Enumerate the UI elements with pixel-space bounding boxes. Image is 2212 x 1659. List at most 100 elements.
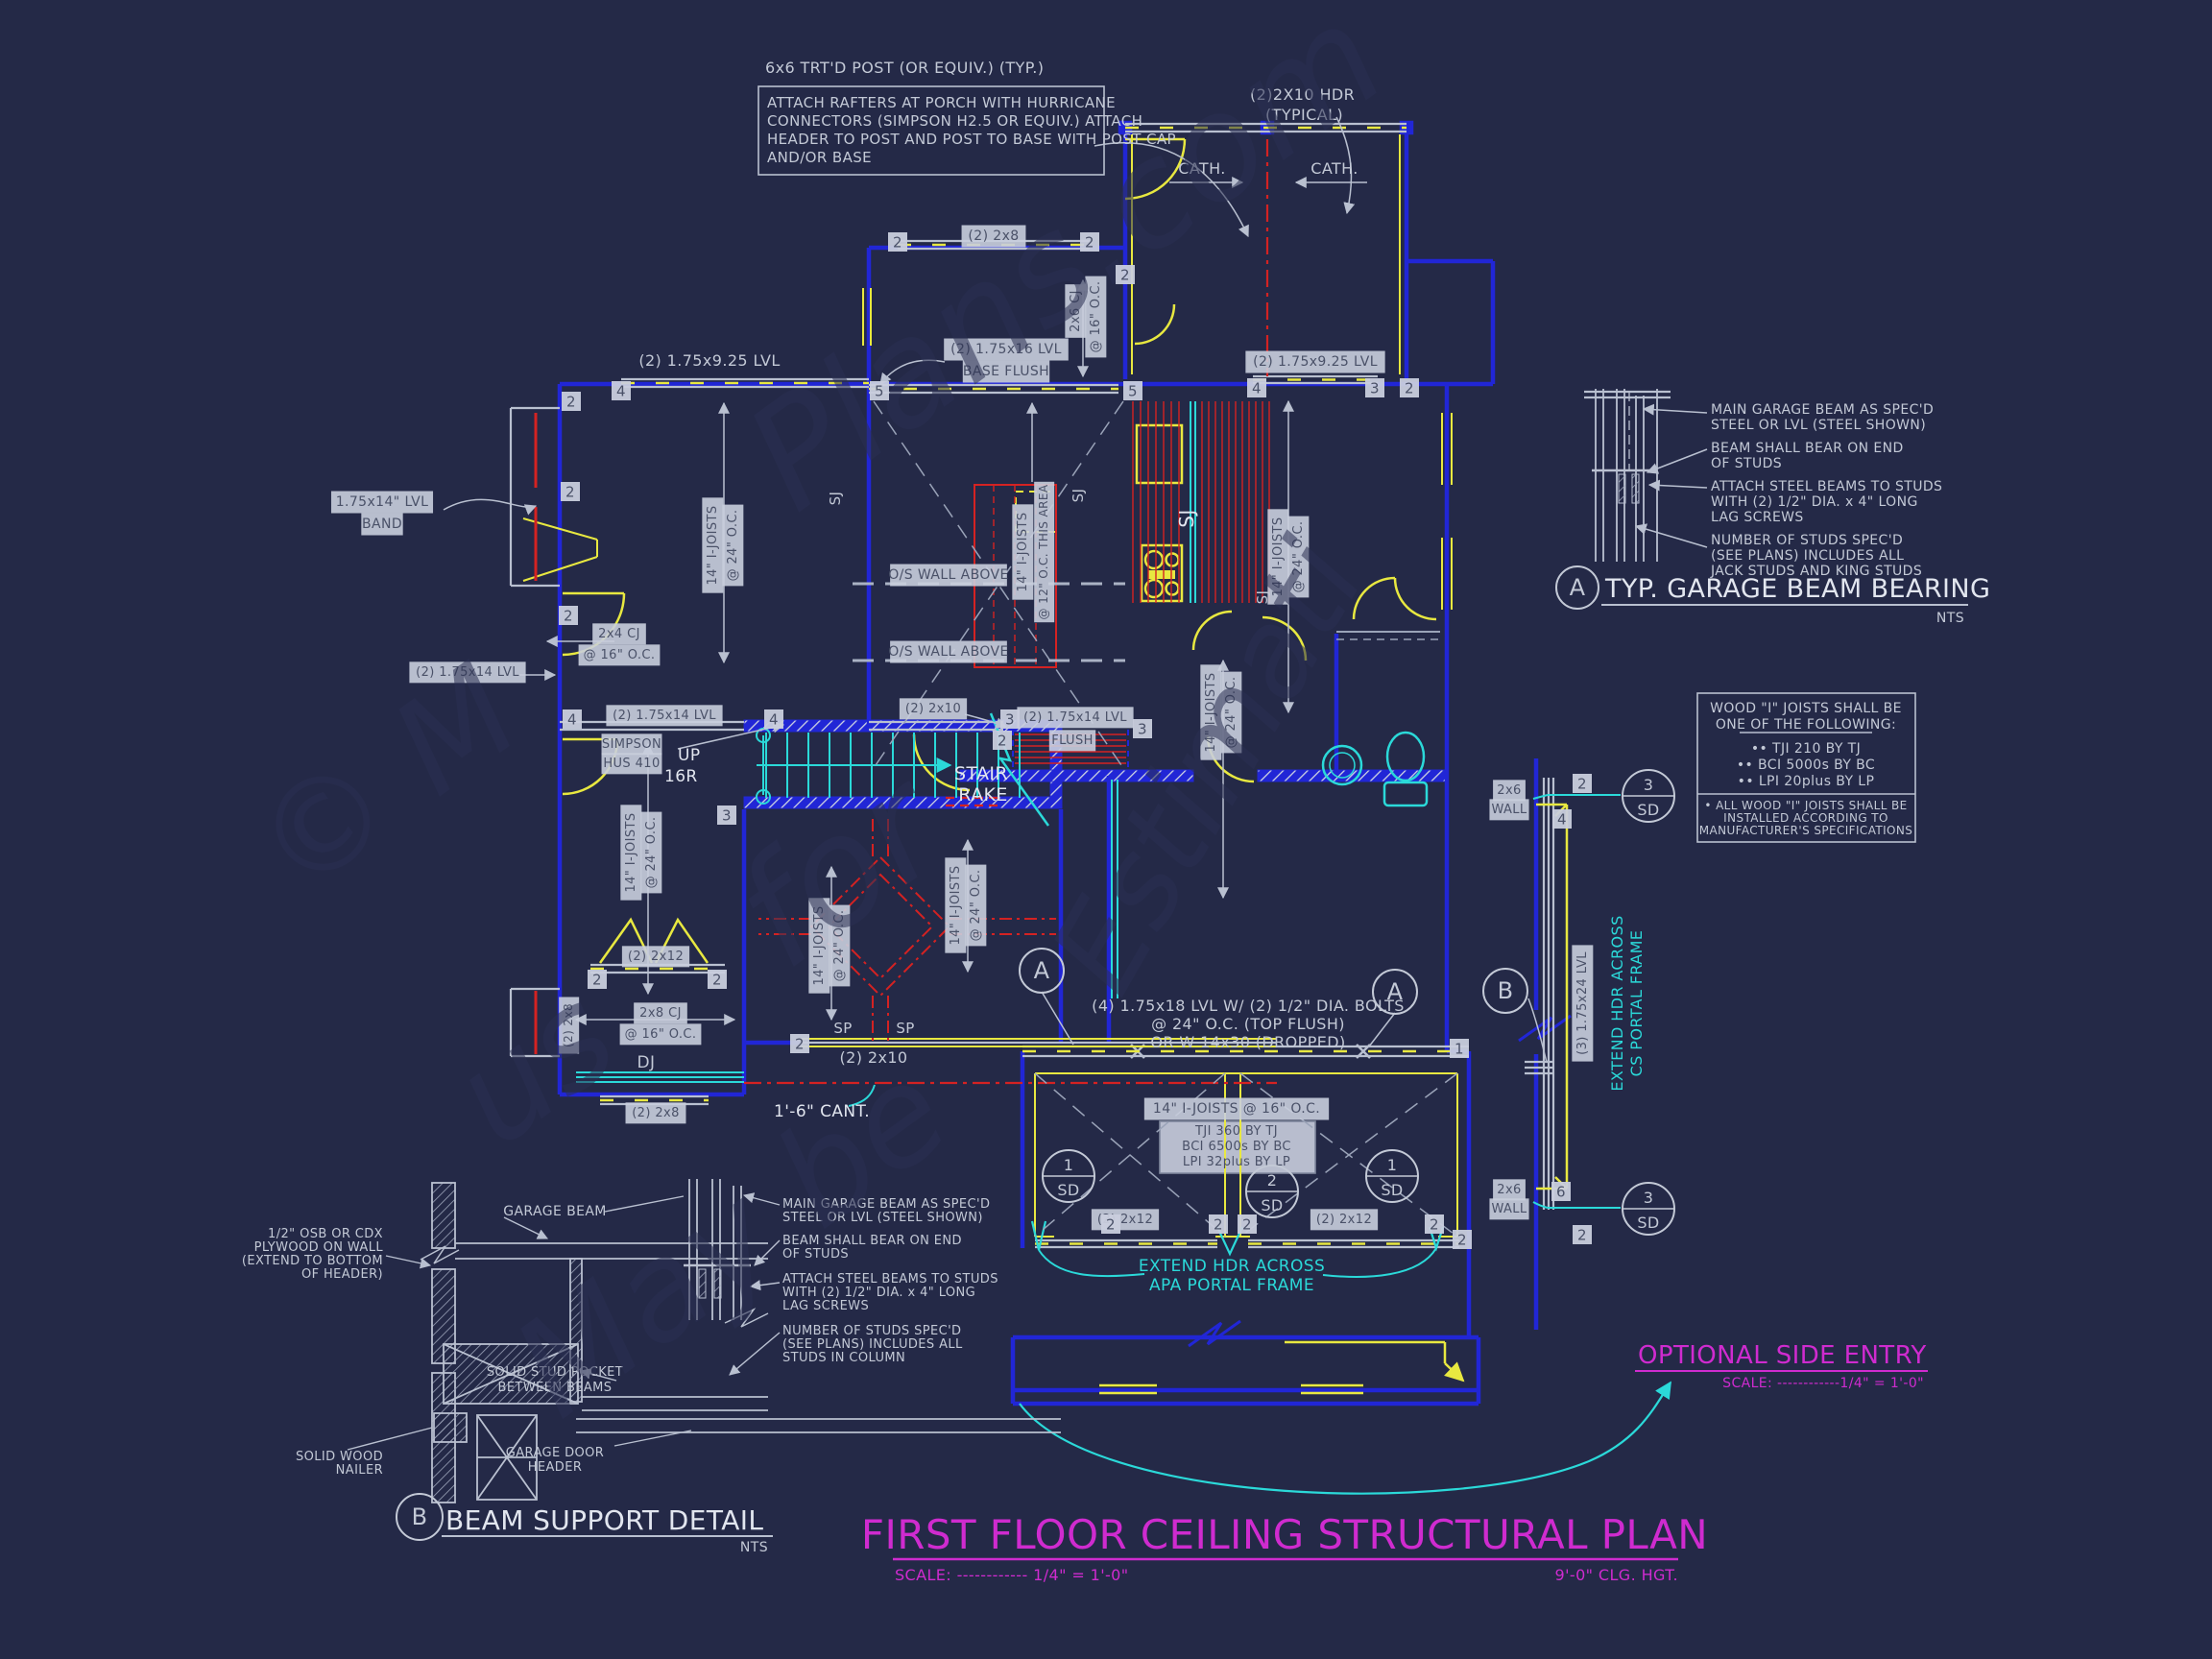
svg-text:BEAM SUPPORT DETAIL: BEAM SUPPORT DETAIL xyxy=(445,1504,763,1536)
detail-ref-a: A xyxy=(1372,969,1418,1015)
joist-note: •• LPI 20plus BY LP xyxy=(1738,774,1874,789)
svg-text:STEEL OR LVL (STEEL SHOWN): STEEL OR LVL (STEEL SHOWN) xyxy=(1711,418,1926,433)
watermark: Plans.com xyxy=(718,0,1413,542)
label: FLUSH xyxy=(1048,730,1096,752)
svg-text:TYP. GARAGE BEAM BEARING: TYP. GARAGE BEAM BEARING xyxy=(1604,574,1990,604)
rafter-note: AND/OR BASE xyxy=(767,149,872,166)
stud-count: 2 xyxy=(562,392,581,411)
label: @ 24" O.C. xyxy=(1220,671,1242,754)
svg-text:(2) 1.75x16 LVL: (2) 1.75x16 LVL xyxy=(950,342,1062,357)
svg-text:SIMPSON: SIMPSON xyxy=(602,737,661,752)
label: 1.75x14" LVL xyxy=(330,491,434,514)
joist-note: • ALL WOOD "I" JOISTS SHALL BE xyxy=(1704,799,1907,812)
toilet-tank xyxy=(1382,781,1429,807)
joist-note: ONE OF THE FOLLOWING: xyxy=(1716,717,1896,733)
label: UP xyxy=(678,746,700,765)
svg-text:APA PORTAL FRAME: APA PORTAL FRAME xyxy=(1149,1276,1314,1295)
svg-text:O/S WALL ABOVE: O/S WALL ABOVE xyxy=(888,567,1009,583)
label: NTS xyxy=(1936,611,1964,626)
detail-b-note: HEADER xyxy=(528,1460,582,1475)
detail-b-note: WITH (2) 1/2" DIA. x 4" LONG xyxy=(782,1286,975,1300)
detail-a-note: BEAM SHALL BEAR ON END xyxy=(1711,441,1904,456)
stud-count: 2 xyxy=(1425,1214,1444,1234)
svg-text:EXTEND HDR ACROSS: EXTEND HDR ACROSS xyxy=(1139,1257,1325,1276)
svg-text:3: 3 xyxy=(722,807,732,825)
svg-text:HUS 410: HUS 410 xyxy=(603,757,660,771)
label: NTS xyxy=(740,1540,768,1555)
label: 2x6 xyxy=(1493,1179,1526,1201)
svg-text:OR W 14x30 (DROPPED): OR W 14x30 (DROPPED) xyxy=(1150,1033,1345,1051)
detail-b-note: MAIN GARAGE BEAM AS SPEC'D xyxy=(782,1197,990,1212)
detail-a-title: TYP. GARAGE BEAM BEARING xyxy=(1604,574,1990,604)
svg-text:2: 2 xyxy=(592,972,602,989)
svg-text:(2) 2x10: (2) 2x10 xyxy=(840,1048,908,1067)
stud-count: 2 xyxy=(993,731,1012,750)
label: APA PORTAL FRAME xyxy=(1149,1276,1314,1295)
stud-count: 2 xyxy=(559,606,578,625)
stud-count: 1 xyxy=(1450,1039,1469,1058)
label: (2) 2x8 xyxy=(559,997,580,1054)
svg-text:OF HEADER): OF HEADER) xyxy=(301,1267,383,1282)
svg-text:2: 2 xyxy=(1120,267,1130,284)
svg-text:FLUSH: FLUSH xyxy=(1051,733,1094,748)
main-title: FIRST FLOOR CEILING STRUCTURAL PLAN xyxy=(861,1511,1708,1558)
svg-text:2: 2 xyxy=(1577,776,1587,793)
svg-text:WALL: WALL xyxy=(1491,1202,1527,1216)
label: @ 16" O.C. xyxy=(578,644,661,666)
detail-b-note: STEEL OR LVL (STEEL SHOWN) xyxy=(782,1211,982,1225)
svg-text:STUDS IN COLUMN: STUDS IN COLUMN xyxy=(782,1351,905,1365)
svg-text:(4) 1.75x18 LVL W/ (2) 1/2" DI: (4) 1.75x18 LVL W/ (2) 1/2" DIA. BOLTS xyxy=(1092,997,1405,1015)
joist-note: •• TJI 210 BY TJ xyxy=(1751,741,1861,757)
label: O/S WALL ABOVE xyxy=(888,640,1008,663)
title-underlines xyxy=(893,1370,1928,1561)
stud-count: 3 xyxy=(717,805,736,825)
label: @ 24" O.C. (TOP FLUSH) xyxy=(1151,1015,1344,1033)
svg-text:BETWEEN BEAMS: BETWEEN BEAMS xyxy=(498,1381,613,1395)
svg-text:BEAM SHALL BEAR ON END: BEAM SHALL BEAR ON END xyxy=(1711,441,1904,456)
detail-b-note: (SEE PLANS) INCLUDES ALL xyxy=(782,1337,963,1352)
label: (2) 2x10 xyxy=(899,698,968,720)
rafter-note-box xyxy=(757,85,1105,176)
stud-count: 2 xyxy=(790,1034,809,1053)
label: @ 24" O.C. xyxy=(829,904,851,987)
svg-text:(2) 2x12: (2) 2x12 xyxy=(1316,1213,1372,1227)
cath-label: CATH. xyxy=(1310,159,1358,178)
svg-text:A: A xyxy=(1034,957,1050,984)
svg-text:WITH (2) 1/2" DIA. x 4" LONG: WITH (2) 1/2" DIA. x 4" LONG xyxy=(782,1286,975,1300)
stud-count: 2 xyxy=(1080,232,1099,252)
svg-text:@ 24" O.C.: @ 24" O.C. xyxy=(969,870,983,942)
label: (2) 1.75x14 LVL xyxy=(1017,707,1134,729)
stud-count: 5 xyxy=(1123,381,1142,400)
label: BCI 6500s BY BC xyxy=(1182,1140,1290,1154)
detail-ref-a: A xyxy=(1019,948,1065,994)
svg-text:4: 4 xyxy=(1252,380,1262,397)
svg-text:B: B xyxy=(1498,977,1514,1004)
joist-note: •• BCI 5000s BY BC xyxy=(1737,757,1875,773)
stud-count: 4 xyxy=(764,709,783,729)
label: (2) 2x12 xyxy=(621,946,690,968)
label: SP xyxy=(896,1020,914,1037)
svg-text:(2) 2x10: (2) 2x10 xyxy=(905,702,961,716)
svg-text:LPI 32plus BY LP: LPI 32plus BY LP xyxy=(1183,1155,1290,1169)
detail-b-note: SOLID STUD POCKET xyxy=(487,1365,623,1380)
svg-text:NUMBER OF STUDS SPEC'D: NUMBER OF STUDS SPEC'D xyxy=(1711,533,1903,548)
svg-text:2: 2 xyxy=(1085,234,1094,252)
svg-text:2x4 CJ: 2x4 CJ xyxy=(598,627,640,641)
svg-text:SD: SD xyxy=(1057,1181,1079,1199)
label: SCALE: ------------1/4" = 1'-0" xyxy=(1722,1376,1923,1391)
svg-text:ATTACH STEEL BEAMS TO STUDS: ATTACH STEEL BEAMS TO STUDS xyxy=(782,1272,998,1286)
svg-text:14" I-JOISTS: 14" I-JOISTS xyxy=(706,505,720,585)
svg-text:OPTIONAL SIDE ENTRY: OPTIONAL SIDE ENTRY xyxy=(1638,1341,1927,1370)
label: 2x6 CJ xyxy=(1065,284,1087,338)
label: 2x8 CJ xyxy=(634,1002,687,1024)
sd-marker: 3SD xyxy=(1622,1182,1675,1236)
svg-text:WALL: WALL xyxy=(1491,803,1527,817)
stud-count: 2 xyxy=(1573,774,1592,793)
stud-count: 3 xyxy=(1133,719,1152,738)
svg-text:NUMBER OF STUDS SPEC'D: NUMBER OF STUDS SPEC'D xyxy=(782,1324,961,1338)
label: (2) 2x8 xyxy=(961,225,1026,248)
rafter-note: HEADER TO POST AND POST TO BASE WITH POS… xyxy=(767,131,1176,148)
svg-text:(2) 2x12: (2) 2x12 xyxy=(628,950,684,964)
detail-b-note: NAILER xyxy=(336,1463,383,1478)
